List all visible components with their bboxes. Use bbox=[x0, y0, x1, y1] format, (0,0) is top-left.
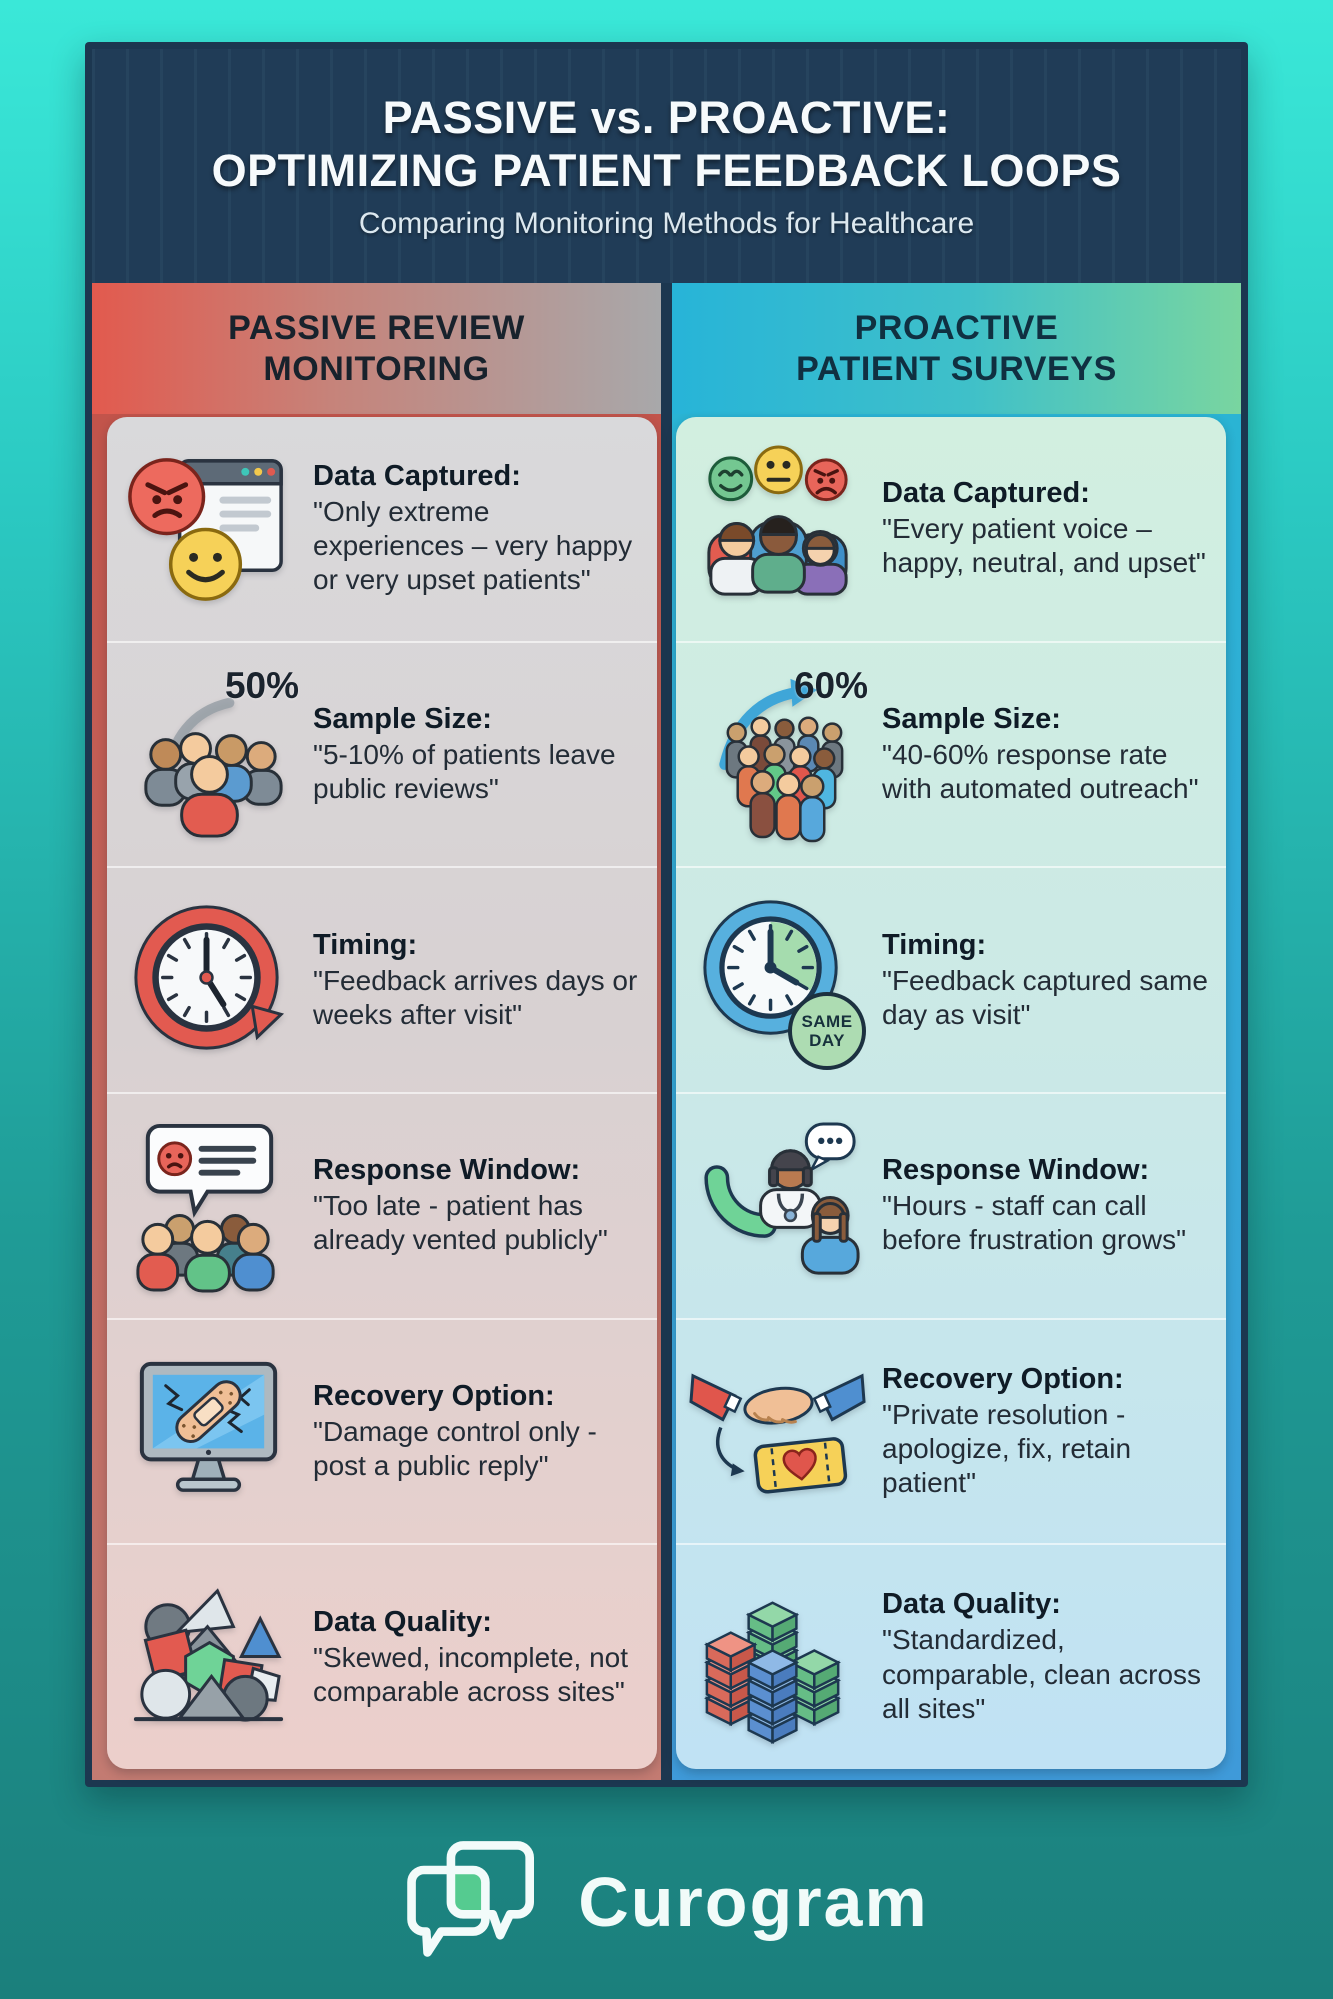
row-body: "Every patient voice – happy, neutral, a… bbox=[882, 513, 1206, 579]
header-banner: PASSIVE vs. PROACTIVE: OPTIMIZING PATIEN… bbox=[92, 49, 1241, 283]
comparison-card: PASSIVE vs. PROACTIVE: OPTIMIZING PATIEN… bbox=[85, 42, 1248, 1787]
column-proactive-title-line1: PROACTIVE bbox=[854, 309, 1059, 348]
row-body: "Private resolution - apologize, fix, re… bbox=[882, 1398, 1132, 1499]
angry-happy-review-icon bbox=[128, 457, 283, 601]
chat-bubbles-icon bbox=[407, 1841, 535, 1957]
row-heading: Timing: bbox=[313, 928, 418, 961]
same-day-badge: SAME DAY bbox=[788, 992, 866, 1071]
row-heading: Data Quality: bbox=[313, 1605, 492, 1638]
row-passive-timing: Timing: "Feedback arrives days or weeks … bbox=[107, 868, 657, 1095]
row-heading: Timing: bbox=[882, 928, 987, 961]
row-body: "Skewed, incomplete, not comparable acro… bbox=[313, 1641, 628, 1707]
column-proactive-title: PROACTIVE PATIENT SURVEYS bbox=[672, 283, 1241, 414]
column-passive: PASSIVE REVIEW MONITORING bbox=[92, 283, 661, 1780]
messy-shapes-icon bbox=[133, 1588, 284, 1722]
row-body: "40-60% response rate with automated out… bbox=[882, 738, 1199, 804]
column-passive-panel: Data Captured: "Only extreme experiences… bbox=[107, 417, 657, 1769]
vent-speech-crowd-icon bbox=[136, 1123, 275, 1293]
column-proactive: PROACTIVE PATIENT SURVEYS bbox=[672, 283, 1241, 1780]
row-body: "Feedback arrives days or weeks after vi… bbox=[313, 964, 638, 1030]
row-heading: Data Captured: bbox=[313, 460, 521, 493]
doctor-call-icon bbox=[704, 1122, 860, 1275]
column-proactive-title-line2: PATIENT SURVEYS bbox=[796, 349, 1117, 388]
delayed-clock-icon bbox=[134, 905, 285, 1050]
column-passive-title-line2: MONITORING bbox=[263, 349, 490, 388]
row-heading: Recovery Option: bbox=[313, 1379, 555, 1412]
bandaged-monitor-icon bbox=[139, 1361, 278, 1492]
same-day-badge-line1: SAME bbox=[801, 1012, 853, 1032]
column-passive-title: PASSIVE REVIEW MONITORING bbox=[92, 283, 661, 414]
emoji-patients-icon bbox=[707, 445, 848, 596]
stat-label: 60% bbox=[793, 664, 868, 706]
row-passive-sample-size: 50% Sample Size: "5-10% of patients leav… bbox=[107, 643, 657, 869]
row-heading: Response Window: bbox=[882, 1154, 1150, 1187]
row-body: "Hours - staff can call before frustrati… bbox=[882, 1190, 1187, 1256]
column-proactive-panel: Data Captured: "Every patient voice – ha… bbox=[676, 417, 1226, 1769]
row-passive-data-quality: Data Quality: "Skewed, incomplete, not c… bbox=[107, 1545, 657, 1769]
column-proactive-body: Data Captured: "Every patient voice – ha… bbox=[672, 414, 1241, 1780]
large-crowd-icon bbox=[719, 678, 844, 842]
row-body: "Only extreme experiences – very happy o… bbox=[313, 496, 633, 596]
comparison-columns: PASSIVE REVIEW MONITORING bbox=[92, 283, 1241, 1780]
row-proactive-timing: SAME DAY Timing: "Feedback captured same… bbox=[676, 868, 1226, 1095]
row-passive-data-captured: Data Captured: "Only extreme experiences… bbox=[107, 417, 657, 643]
footer: Curogram bbox=[0, 1822, 1333, 1982]
row-proactive-data-quality: Data Quality: "Standardized, comparable,… bbox=[676, 1545, 1226, 1769]
stat-label: 50% bbox=[224, 664, 299, 706]
row-proactive-response-window: Response Window: "Hours - staff can call… bbox=[676, 1094, 1226, 1320]
column-passive-body: Data Captured: "Only extreme experiences… bbox=[92, 414, 661, 1780]
row-heading: Sample Size: bbox=[313, 702, 492, 735]
row-heading: Sample Size: bbox=[882, 702, 1061, 735]
brand-name: Curogram bbox=[578, 1863, 929, 1941]
row-body: "Damage control only - post a public rep… bbox=[313, 1415, 597, 1482]
row-proactive-recovery-option: Recovery Option: "Private resolution - a… bbox=[676, 1320, 1226, 1546]
row-passive-response-window: Response Window: "Too late - patient has… bbox=[107, 1094, 657, 1320]
row-body: "Too late - patient has already vented p… bbox=[313, 1190, 608, 1256]
row-heading: Data Captured: bbox=[882, 477, 1090, 510]
handshake-ticket-icon bbox=[689, 1373, 866, 1494]
row-body: "Standardized, comparable, clean across … bbox=[882, 1624, 1202, 1724]
row-proactive-data-captured: Data Captured: "Every patient voice – ha… bbox=[676, 417, 1226, 643]
row-passive-recovery-option: Recovery Option: "Damage control only - … bbox=[107, 1320, 657, 1546]
page-title: PASSIVE vs. PROACTIVE: OPTIMIZING PATIEN… bbox=[212, 91, 1122, 197]
row-body: "Feedback captured same day as visit" bbox=[882, 964, 1208, 1030]
column-passive-title-line1: PASSIVE REVIEW bbox=[228, 309, 525, 348]
same-day-badge-line2: DAY bbox=[809, 1031, 845, 1051]
row-heading: Response Window: bbox=[313, 1154, 581, 1187]
row-body: "5-10% of patients leave public reviews" bbox=[313, 738, 616, 804]
title-line-1: PASSIVE vs. PROACTIVE: bbox=[382, 91, 951, 143]
page-subtitle: Comparing Monitoring Methods for Healthc… bbox=[358, 207, 975, 241]
same-day-clock-icon bbox=[703, 900, 838, 1035]
stacked-blocks-icon bbox=[704, 1601, 841, 1745]
row-heading: Data Quality: bbox=[882, 1588, 1061, 1621]
row-proactive-sample-size: 60% Sample Size: "40-60% response rate w… bbox=[676, 643, 1226, 869]
row-heading: Recovery Option: bbox=[882, 1362, 1124, 1395]
small-crowd-icon bbox=[144, 697, 283, 838]
title-line-2: OPTIMIZING PATIENT FEEDBACK LOOPS bbox=[211, 145, 1122, 196]
